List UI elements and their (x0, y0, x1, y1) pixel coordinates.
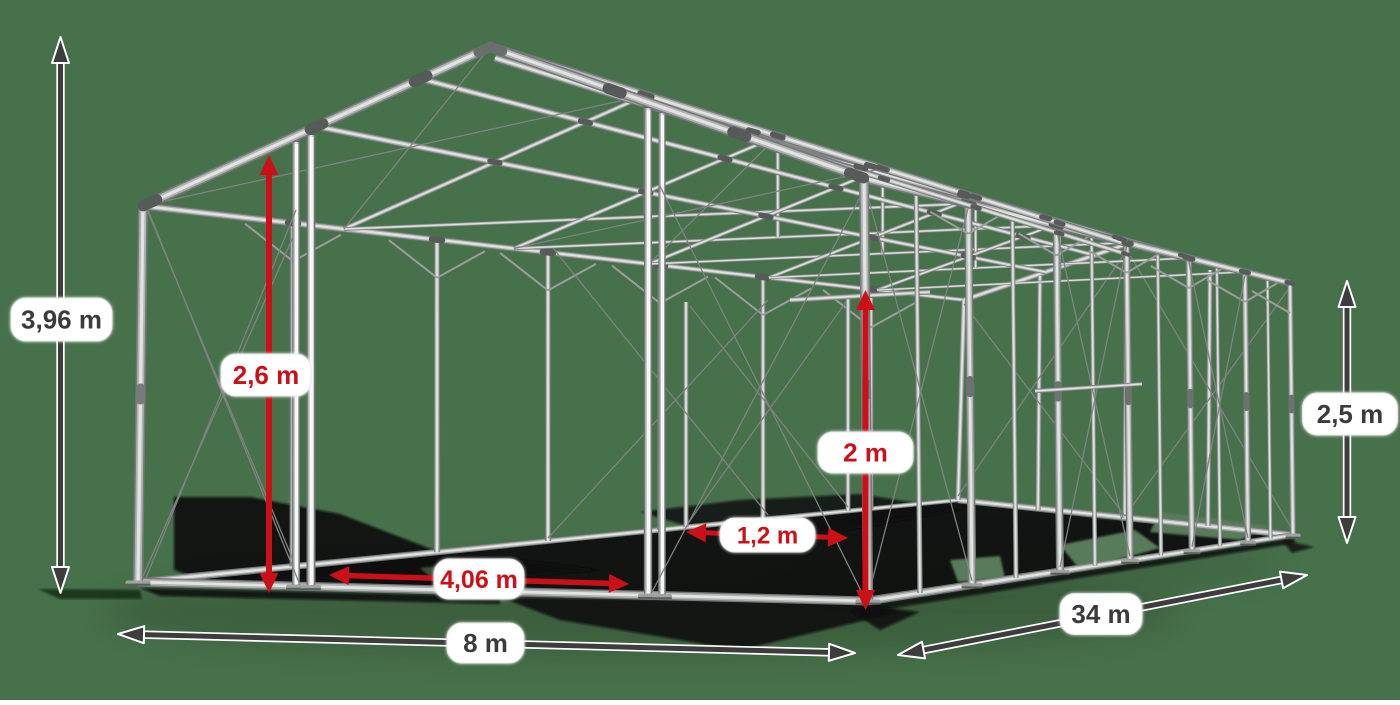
svg-text:2,5 m: 2,5 m (1317, 399, 1384, 429)
svg-text:3,96 m: 3,96 m (21, 305, 102, 335)
svg-text:4,06 m: 4,06 m (440, 566, 518, 594)
svg-text:2,6 m: 2,6 m (233, 360, 300, 390)
svg-text:34 m: 34 m (1071, 599, 1130, 629)
svg-text:2 m: 2 m (843, 438, 888, 468)
svg-text:1,2 m: 1,2 m (737, 523, 798, 550)
svg-text:8 m: 8 m (463, 628, 508, 658)
